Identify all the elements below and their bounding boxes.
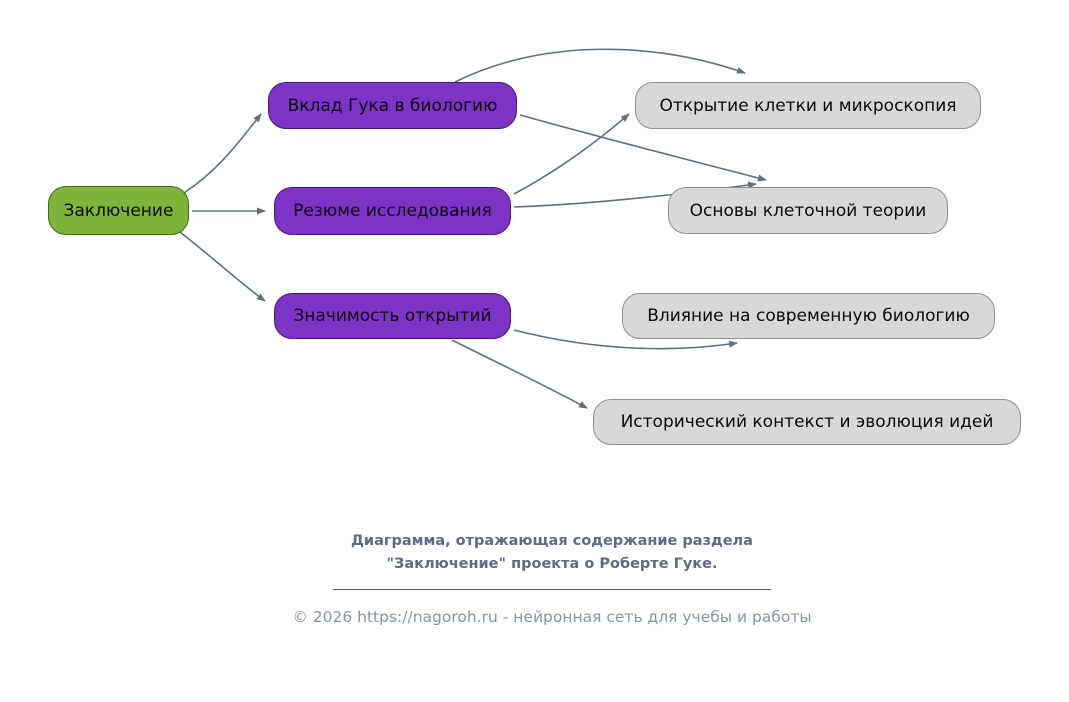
node-osnovy-kletochnoy-teorii: Основы клеточной теории	[668, 187, 948, 234]
node-otkrytie-kletki: Открытие клетки и микроскопия	[635, 82, 981, 129]
edge-root-to-znachimost	[179, 231, 266, 302]
node-vliyanie-na-biologiyu: Влияние на современную биологию	[622, 293, 995, 339]
edge-rezyume-to-otkrytie	[513, 113, 630, 195]
node-label: Заключение	[63, 200, 174, 221]
edge-znachimost-to-vliyanie	[513, 329, 738, 350]
node-label: Исторический контекст и эволюция идей	[620, 412, 994, 432]
node-zaklyuchenie: Заключение	[48, 186, 189, 235]
edge-vklad-to-otkrytie	[454, 48, 746, 83]
edge-znachimost-to-kontekst	[451, 339, 588, 409]
footer-credit: © 2026 https://nagoroh.ru - нейронная се…	[292, 608, 812, 626]
edge-root-to-vklad	[183, 113, 262, 194]
node-vklad-guka: Вклад Гука в биологию	[268, 82, 517, 129]
node-label: Значимость открытий	[293, 306, 492, 326]
caption-line-1: Диаграмма, отражающая содержание раздела	[351, 533, 753, 549]
node-znachimost-otkrytiy: Значимость открытий	[274, 293, 511, 339]
diagram-caption: Диаграмма, отражающая содержание раздела…	[35, 530, 1069, 576]
node-label: Основы клеточной теории	[689, 200, 927, 221]
node-label: Влияние на современную биологию	[647, 306, 970, 326]
caption-line-2: "Заключение" проекта о Роберте Гуке.	[386, 556, 718, 572]
caption-divider	[333, 589, 771, 590]
node-istoricheskiy-kontekst: Исторический контекст и эволюция идей	[593, 399, 1021, 445]
edge-vklad-to-osnovy	[519, 114, 767, 182]
node-label: Вклад Гука в биологию	[287, 95, 498, 116]
node-label: Открытие клетки и микроскопия	[659, 95, 957, 116]
node-label: Резюме исследования	[293, 201, 492, 221]
node-rezyume-issledovaniya: Резюме исследования	[274, 187, 511, 235]
